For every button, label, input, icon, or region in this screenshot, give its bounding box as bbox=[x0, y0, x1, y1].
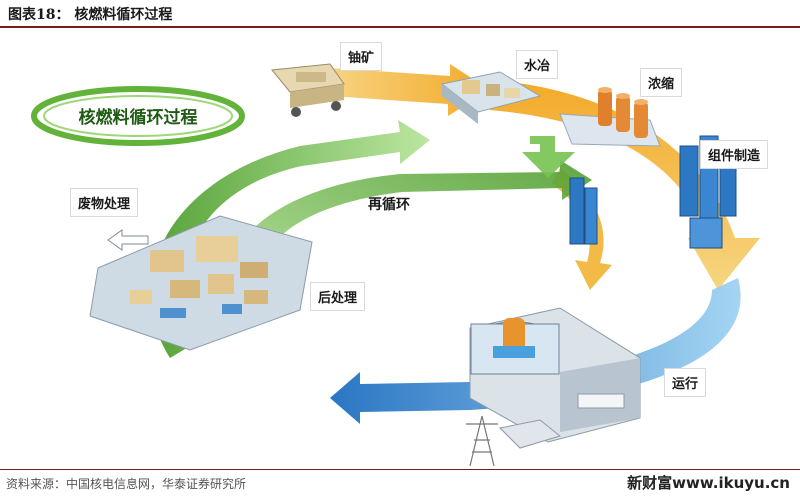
label-reprocessing: 后处理 bbox=[310, 282, 366, 311]
waste-out-arrow bbox=[107, 229, 149, 251]
hydrometallurgy-plant-icon bbox=[440, 71, 542, 124]
footer-rule bbox=[0, 469, 800, 470]
label-operation: 运行 bbox=[664, 368, 707, 397]
reprocessing-facility-icon bbox=[89, 215, 313, 351]
label-recycle: 再循环 bbox=[368, 197, 410, 213]
blue-arrow-bottom bbox=[330, 278, 741, 424]
label-mining: 铀矿 bbox=[340, 42, 383, 71]
enrichment-cylinders-icon bbox=[559, 87, 661, 147]
orange-arrow-top bbox=[300, 64, 490, 116]
orange-arrow-inner bbox=[552, 168, 612, 290]
figure-title: 图表18： 核燃料循环过程 bbox=[8, 7, 173, 23]
label-enrichment: 浓缩 bbox=[640, 68, 683, 97]
watermark: 新财富www.ikuyu.cn bbox=[627, 474, 790, 492]
badge-text: 核燃料循环过程 bbox=[79, 107, 198, 128]
cycle-illustration: 核燃料循环过程 bbox=[31, 63, 760, 467]
green-arrow-outer bbox=[150, 120, 430, 358]
green-arrow-small bbox=[522, 136, 575, 178]
label-waste-treatment: 废物处理 bbox=[70, 188, 139, 217]
cycle-badge: 核燃料循环过程 bbox=[31, 86, 245, 146]
mining-truck-icon bbox=[271, 63, 345, 117]
label-hydrometallurgy: 水冶 bbox=[516, 50, 559, 79]
transmission-tower-icon bbox=[466, 415, 498, 467]
label-fuel-fabrication: 组件制造 bbox=[700, 140, 769, 169]
green-arrow-recycle bbox=[225, 160, 592, 328]
nuclear-fuel-cycle-diagram: 核燃料循环过程 bbox=[0, 28, 800, 468]
source-note: 资料来源：中国核电信息网，华泰证券研究所 bbox=[6, 477, 247, 491]
reactor-plant-icon bbox=[469, 307, 641, 449]
inner-fuel-rods-icon bbox=[569, 177, 598, 245]
title-rule bbox=[0, 26, 800, 28]
